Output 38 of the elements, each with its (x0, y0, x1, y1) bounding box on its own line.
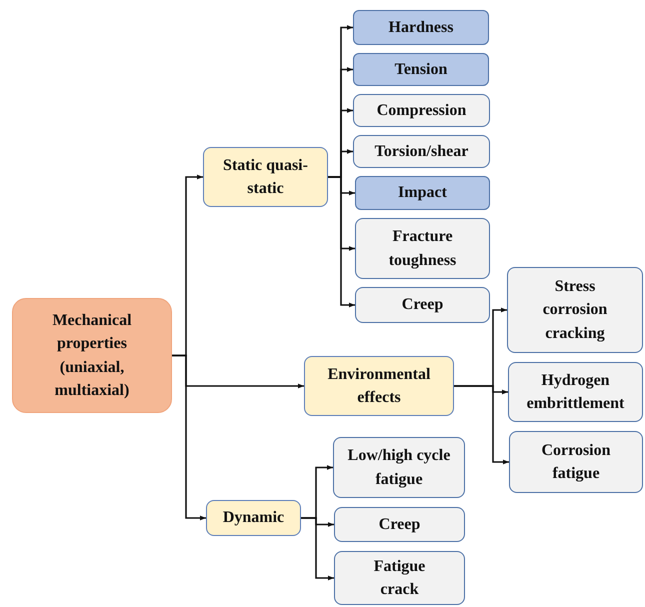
box-label: Fracture toughness (388, 227, 458, 270)
box-label: Environmental effects (326, 364, 432, 408)
box-label: Stress corrosion cracking (542, 277, 608, 344)
box-label: Fatigue crack (372, 556, 426, 600)
property-box (334, 551, 465, 605)
property-box (509, 431, 643, 493)
property-box (355, 176, 490, 210)
box-label: Tension (394, 60, 448, 80)
box-label: Hardness (388, 18, 454, 38)
property-box (334, 507, 465, 542)
category-box (206, 500, 301, 536)
box-label: Static quasi-static (222, 156, 309, 199)
box-label: Mechanical properties (uniaxial, multiaxial) (51, 311, 133, 401)
box-label: Low/high cycle fatigue (346, 446, 452, 490)
property-box (353, 10, 489, 45)
connector-arrow (328, 176, 355, 308)
box-label: Corrosion fatigue (540, 440, 612, 484)
box-label: Hydrogen embrittlement (526, 370, 626, 414)
property-box (353, 94, 490, 127)
connector-arrow (454, 385, 509, 464)
box-label: Impact (398, 183, 447, 204)
property-box (353, 135, 490, 168)
property-box (508, 362, 643, 422)
property-box (355, 287, 490, 323)
property-box (355, 218, 490, 279)
box-label: Compression (376, 100, 466, 121)
property-box (333, 437, 465, 498)
property-box (507, 267, 643, 353)
category-box (203, 147, 328, 207)
box-label: Torsion/shear (374, 142, 468, 162)
connector-arrow (301, 517, 334, 580)
property-box (353, 53, 489, 86)
root-box (12, 298, 172, 413)
box-label: Dynamic (222, 508, 284, 528)
box-label: Creep (402, 295, 444, 316)
box-label: Creep (378, 514, 420, 535)
connector-arrow (172, 354, 206, 520)
category-box (304, 356, 454, 416)
